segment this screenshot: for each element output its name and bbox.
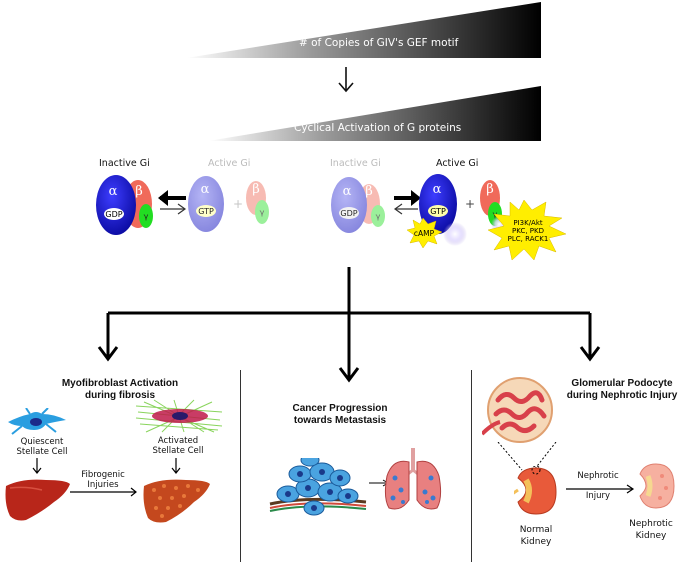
svg-text:β: β	[486, 182, 494, 197]
svg-text:GDP: GDP	[105, 210, 122, 219]
svg-text:α: α	[343, 184, 352, 199]
g-protein-cycle: α β GDP γ α GTP + β γ α β GDP γ	[96, 174, 567, 261]
camp-starburst	[406, 217, 443, 249]
equilibrium-arrows-left	[158, 190, 187, 215]
effector-starburst	[487, 199, 567, 261]
active-gi-title-left: Active Gi	[208, 158, 251, 169]
svg-text:GDP: GDP	[340, 209, 357, 218]
quiescent-stellate-cell-icon	[8, 408, 66, 435]
alpha-subunit	[96, 175, 136, 235]
nephrotic-kidney-label: Nephrotic Kidney	[629, 519, 673, 541]
svg-text:+: +	[233, 197, 243, 211]
divider-left	[240, 370, 241, 562]
svg-text:GTP: GTP	[198, 207, 214, 216]
svg-text:β: β	[252, 182, 260, 197]
svg-text:β: β	[135, 184, 143, 199]
fibrogenic-injuries-label: Fibrogenic Injuries	[81, 470, 125, 490]
svg-text:γ: γ	[144, 212, 149, 221]
fibrotic-liver-icon	[143, 479, 210, 523]
active-gi-left: α GTP + β γ	[188, 176, 269, 232]
metastatic-lungs-icon	[384, 448, 442, 510]
svg-text:γ: γ	[376, 212, 381, 221]
nephrotic-kidney-icon	[639, 463, 675, 509]
active-gi-title-right: Active Gi	[436, 158, 479, 169]
fibrosis-arrows	[32, 458, 181, 497]
tumor-cells-icon	[269, 458, 367, 516]
active-gi-right: α GTP cAMP + β γ PI3K/Akt PKC, PKD PLC, …	[406, 174, 567, 261]
svg-text:PI3K/Akt: PI3K/Akt	[513, 219, 543, 227]
inactive-gi-title-right: Inactive Gi	[330, 158, 381, 169]
gef-motif-label: # of Copies of GIV's GEF motif	[299, 37, 459, 49]
normal-kidney-icon	[514, 466, 557, 515]
svg-text:α: α	[433, 182, 442, 197]
svg-text:γ: γ	[260, 208, 265, 217]
svg-text:α: α	[201, 182, 210, 197]
branching-arrows	[97, 267, 601, 383]
inactive-gi-left: α β GDP γ	[96, 175, 153, 235]
quiescent-label: Quiescent Stellate Cell	[16, 437, 68, 457]
glomerulus-icon	[482, 377, 553, 443]
divider-right	[471, 370, 472, 562]
svg-text:cAMP: cAMP	[414, 229, 435, 238]
fibrosis-title: Myofibroblast Activation during fibrosis	[61, 378, 179, 401]
healthy-liver-icon	[5, 479, 70, 521]
activated-stellate-cell-icon	[135, 399, 223, 433]
gef-motif-wedge	[186, 2, 541, 58]
glomerulus-zoom-lines	[497, 442, 557, 471]
activation-label: Cyclical Activation of G proteins	[294, 122, 462, 134]
activated-label: Activated Stellate Cell	[152, 436, 204, 456]
svg-text:PLC, RACK1: PLC, RACK1	[508, 235, 549, 243]
svg-text:GTP: GTP	[430, 207, 446, 216]
normal-kidney-label: Normal Kidney	[519, 525, 553, 547]
down-arrow-small	[338, 67, 354, 93]
svg-text:+: +	[465, 197, 475, 211]
nephrotic-injury-label: Nephrotic Injury	[577, 471, 619, 501]
equilibrium-arrows-right	[393, 190, 421, 215]
inactive-gi-title-left: Inactive Gi	[99, 158, 150, 169]
activation-wedge	[208, 86, 541, 141]
svg-text:β: β	[365, 184, 373, 199]
svg-text:α: α	[109, 184, 118, 199]
kidney-title: Glomerular Podocyte during Nephrotic Inj…	[566, 378, 678, 401]
svg-text:PKC, PKD: PKC, PKD	[512, 227, 544, 235]
gamma-subunit	[139, 204, 153, 228]
inactive-gi-right: α β GDP γ	[331, 177, 385, 233]
nephrotic-arrow	[566, 484, 635, 494]
cancer-title: Cancer Progression towards Metastasis	[292, 403, 388, 426]
